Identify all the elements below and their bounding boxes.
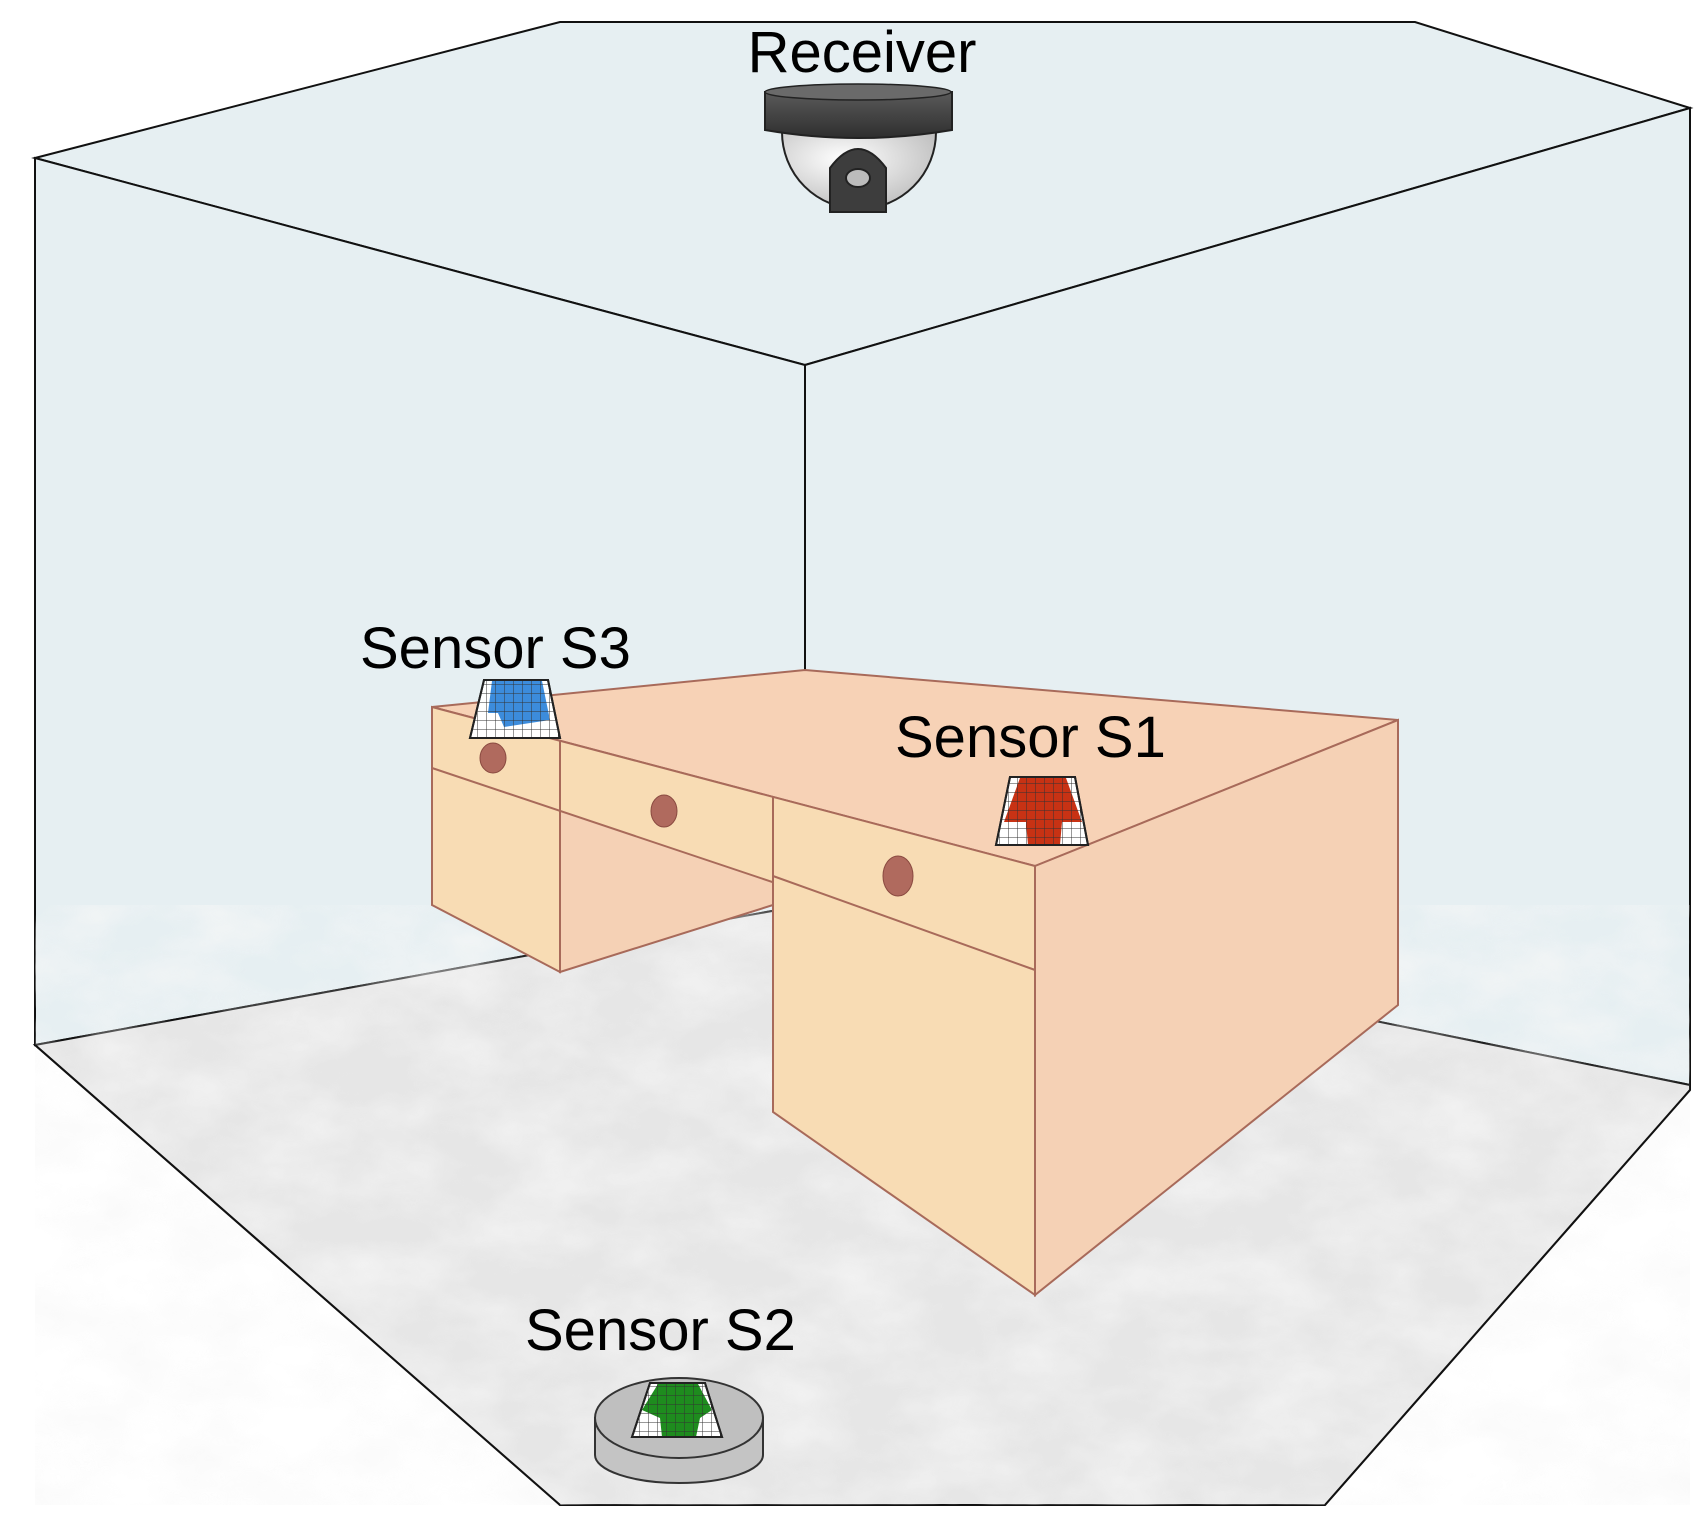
- receiver-camera: [764, 83, 953, 213]
- desk: [431, 668, 1399, 1298]
- sensor-s3-label: Sensor S3: [360, 616, 631, 681]
- sensor-s1-label: Sensor S1: [895, 705, 1166, 770]
- sensor-s2: [594, 1377, 764, 1484]
- drawer-knob: [479, 742, 507, 774]
- sensor-s1: [994, 776, 1090, 846]
- drawer-knob: [650, 794, 678, 828]
- drawer-knobs: [479, 742, 914, 897]
- drawer-knob: [882, 855, 914, 897]
- sensor-s2-label: Sensor S2: [525, 1298, 796, 1363]
- receiver-label: Receiver: [748, 20, 977, 85]
- sensor-s3: [468, 679, 562, 739]
